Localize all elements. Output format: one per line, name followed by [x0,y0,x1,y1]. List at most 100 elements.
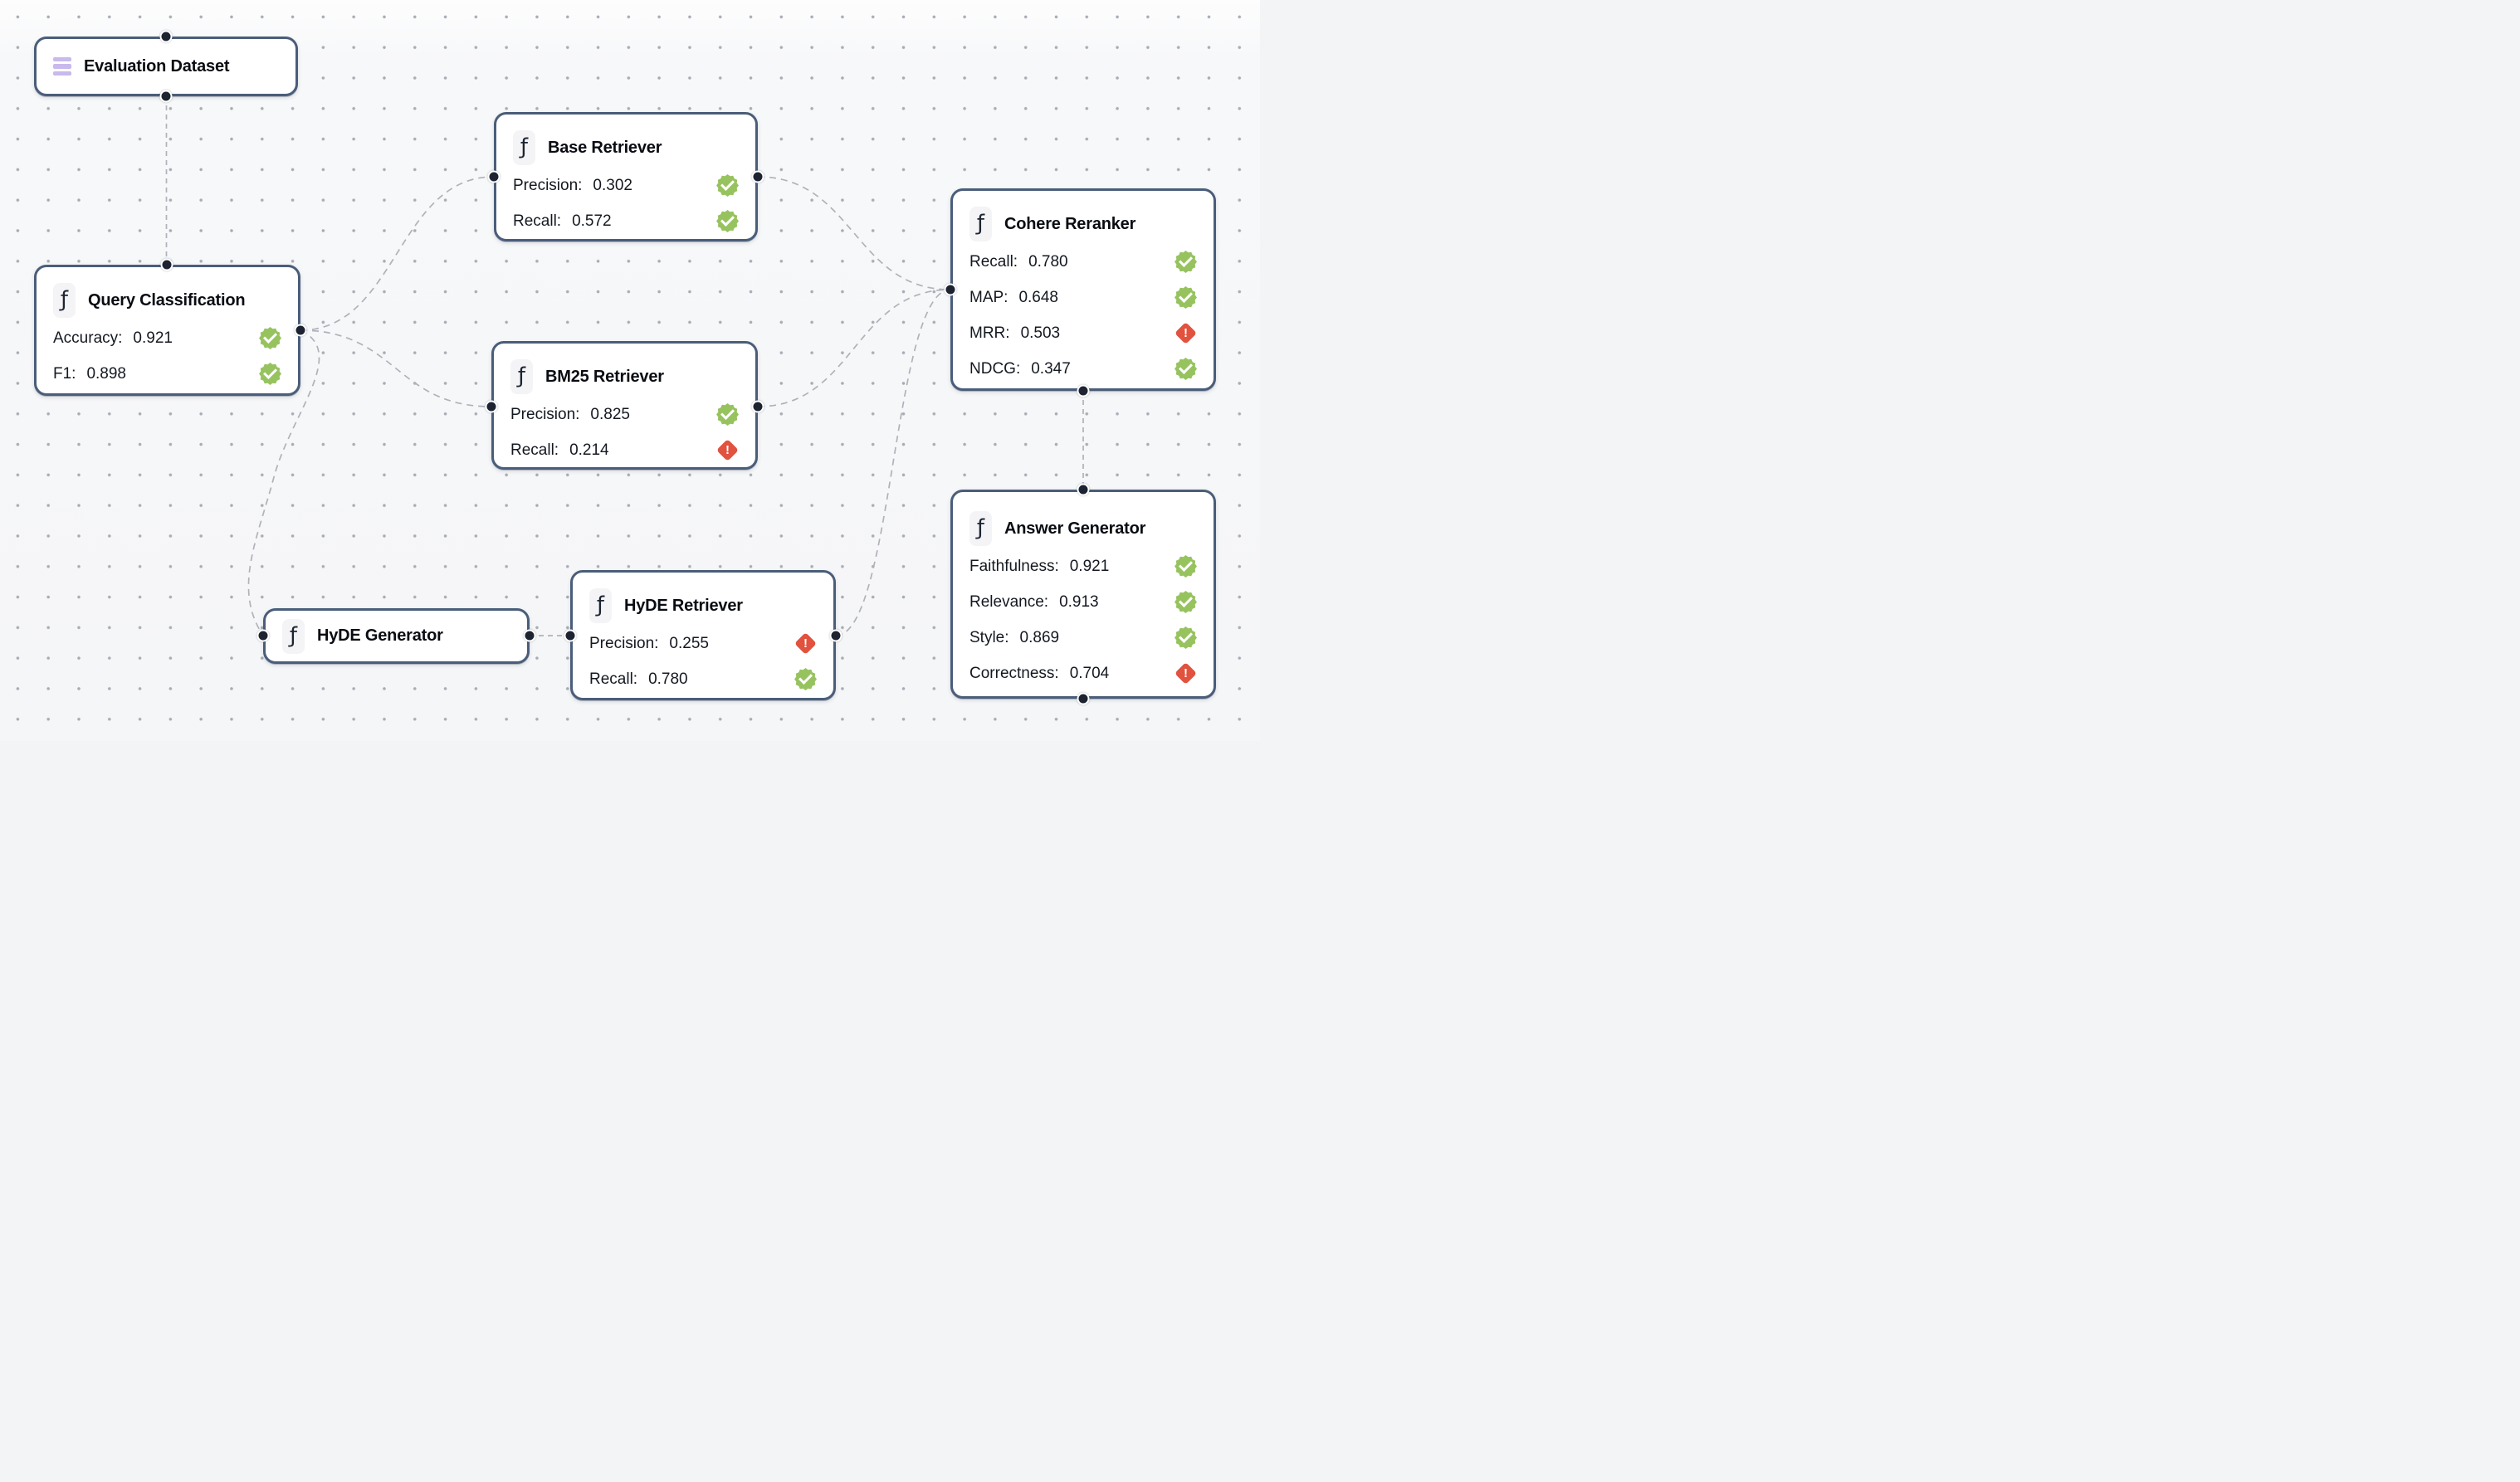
handle-answer-generator-bottom[interactable] [1077,692,1090,705]
metric-label: Faithfulness: [969,557,1059,575]
handle-hyde-retriever-left[interactable] [564,629,577,642]
node-evaluation-dataset[interactable]: Evaluation Dataset [34,37,298,96]
handle-evaluation-dataset-bottom[interactable] [159,90,173,103]
metric-value: 0.255 [669,634,709,652]
node-title: Query Classification [88,290,246,310]
handle-cohere-reranker-bottom[interactable] [1077,384,1090,397]
metric-status-icon [1175,662,1197,685]
node-answer-generator[interactable]: ƒ Answer Generator Faithfulness: 0.921 R… [950,490,1216,699]
handle-hyde-retriever-right[interactable] [829,629,842,642]
metric-row: MRR: 0.503 [969,315,1197,351]
node-hyde-generator[interactable]: ƒ HyDE Generator [263,608,530,664]
handle-answer-generator-top[interactable] [1077,483,1090,496]
handle-hyde-generator-left[interactable] [256,629,270,642]
edge-query-classification-to-base-retriever[interactable] [300,176,495,331]
metric-value: 0.704 [1069,664,1110,682]
metric-status-icon [1175,358,1197,380]
metric-row: Correctness: 0.704 [969,656,1197,691]
metric-label: Precision: [589,634,659,652]
metric-value: 0.825 [590,405,630,423]
metric-row: Recall: 0.572 [513,203,739,239]
node-base-retriever[interactable]: ƒ Base Retriever Precision: 0.302 Recall… [494,112,758,241]
metric-row: Recall: 0.780 [589,661,817,697]
node-hyde-retriever[interactable]: ƒ HyDE Retriever Precision: 0.255 Recall… [570,570,836,700]
function-icon: ƒ [969,511,992,546]
node-title: Base Retriever [548,138,662,157]
metric-value: 0.780 [648,670,688,688]
metric-row: Style: 0.869 [969,620,1197,656]
metric-status-icon [1175,251,1197,273]
metric-row: Relevance: 0.913 [969,584,1197,620]
metric-row: Precision: 0.825 [510,397,739,432]
metric-status-icon [1175,322,1197,344]
metric-label: F1: [53,364,76,383]
metric-label: Relevance: [969,592,1049,611]
handle-query-classification-right[interactable] [294,324,307,337]
node-title: Evaluation Dataset [84,56,230,76]
function-icon: ƒ [513,130,535,165]
handle-bm25-retriever-right[interactable] [751,400,764,413]
node-title: Cohere Reranker [1004,214,1136,233]
node-bm25-retriever[interactable]: ƒ BM25 Retriever Precision: 0.825 Recall… [491,341,758,470]
handle-hyde-generator-right[interactable] [523,629,536,642]
metric-status-icon [716,174,739,197]
metric-value: 0.302 [593,176,632,194]
handle-query-classification-top[interactable] [160,258,173,271]
metric-label: MRR: [969,324,1010,342]
edge-bm25-retriever-to-cohere-reranker[interactable] [757,289,951,407]
metric-value: 0.780 [1028,252,1068,271]
node-title: BM25 Retriever [545,367,664,386]
flow-canvas[interactable]: Evaluation Dataset ƒ Query Classificatio… [0,0,1260,741]
handle-base-retriever-left[interactable] [487,170,501,183]
node-title: HyDE Retriever [624,596,743,615]
metric-label: Style: [969,628,1009,646]
metric-row: Accuracy: 0.921 [53,320,281,356]
metric-row: MAP: 0.648 [969,280,1197,315]
metric-value: 0.572 [572,212,612,230]
metric-value: 0.347 [1031,359,1071,378]
edge-query-classification-to-bm25-retriever[interactable] [300,329,492,407]
metric-status-icon [1175,555,1197,578]
metric-value: 0.648 [1018,288,1058,306]
metric-status-icon [794,632,817,655]
handle-evaluation-dataset-top[interactable] [159,30,173,43]
function-icon: ƒ [969,207,992,241]
handle-bm25-retriever-left[interactable] [485,400,498,413]
node-title: HyDE Generator [317,626,443,645]
metric-status-icon [1175,286,1197,309]
function-icon: ƒ [53,283,76,318]
metric-label: Recall: [969,252,1018,271]
metric-status-icon [794,668,817,690]
edge-query-classification-to-hyde-generator[interactable] [247,329,320,636]
metric-label: MAP: [969,288,1008,306]
function-icon: ƒ [282,618,305,654]
metric-label: Recall: [513,212,562,230]
metric-row: F1: 0.898 [53,356,281,392]
metric-value: 0.869 [1019,628,1060,646]
metric-value: 0.898 [86,364,126,383]
metric-status-icon [259,327,281,349]
function-icon: ƒ [510,359,533,394]
metric-value: 0.913 [1059,592,1099,611]
metric-status-icon [716,403,739,426]
metric-row: Precision: 0.255 [589,626,817,661]
metric-status-icon [716,210,739,232]
node-cohere-reranker[interactable]: ƒ Cohere Reranker Recall: 0.780 MAP: 0.6… [950,188,1216,391]
metric-label: Correctness: [969,664,1059,682]
metric-label: Precision: [510,405,580,423]
metric-status-icon [1175,591,1197,613]
edge-layer [165,96,1084,636]
dataset-icon [53,56,71,76]
metric-value: 0.214 [569,441,609,459]
metric-status-icon [1175,626,1197,649]
metric-value: 0.921 [133,329,173,347]
metric-label: NDCG: [969,359,1021,378]
metric-row: NDCG: 0.347 [969,351,1197,387]
edge-hyde-retriever-to-cohere-reranker[interactable] [835,289,951,636]
node-query-classification[interactable]: ƒ Query Classification Accuracy: 0.921 F… [34,265,300,396]
handle-base-retriever-right[interactable] [751,170,764,183]
edge-base-retriever-to-cohere-reranker[interactable] [757,176,951,290]
handle-cohere-reranker-left[interactable] [944,283,957,296]
metric-label: Precision: [513,176,583,194]
metric-row: Precision: 0.302 [513,168,739,203]
